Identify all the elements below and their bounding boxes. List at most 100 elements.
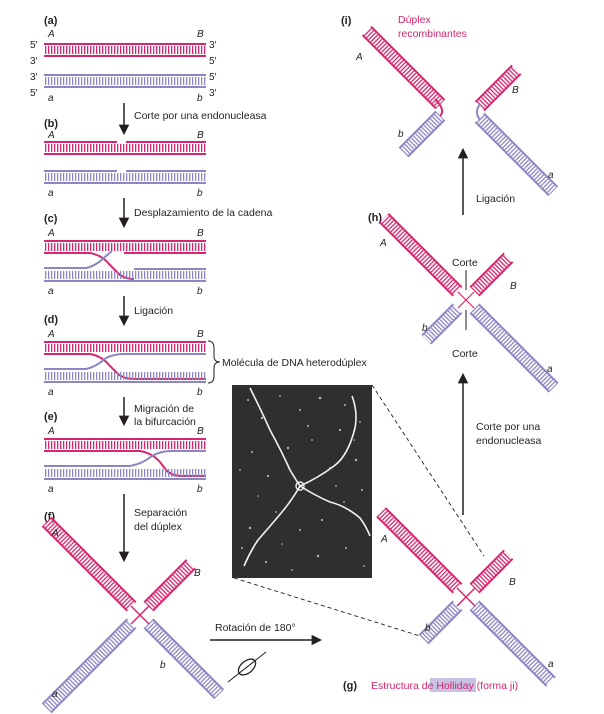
end-label-A: A bbox=[47, 426, 55, 437]
strand-magenta-top-left bbox=[44, 141, 117, 143]
panel-c: (c) A B a b bbox=[44, 213, 206, 297]
end-label-A: A bbox=[47, 130, 55, 141]
crossed-strand-lavender bbox=[44, 353, 206, 370]
invading-strand-lavender bbox=[44, 250, 113, 269]
strand-lavender-bottom bbox=[44, 478, 206, 480]
panel-g: A B b a (g) Estructura de Holliday (form… bbox=[343, 507, 556, 692]
end-label-B: B bbox=[197, 130, 204, 141]
end-label-A: A bbox=[47, 329, 55, 340]
three-prime-label: 3′ bbox=[30, 72, 38, 83]
end-label-b: b bbox=[197, 286, 203, 297]
zoom-line-top bbox=[371, 384, 485, 557]
step-label-ligation-right: Ligación bbox=[476, 193, 515, 205]
end-label-b: b bbox=[422, 323, 428, 334]
recombinant-arm-b bbox=[398, 110, 446, 158]
ligated-corner bbox=[476, 103, 481, 121]
strand-magenta-bottom bbox=[44, 55, 206, 57]
base-pairs-magenta bbox=[44, 144, 206, 152]
end-label-B: B bbox=[197, 228, 204, 239]
panel-h-label: (h) bbox=[368, 212, 382, 224]
strand-lavender-bottom bbox=[44, 86, 206, 88]
panel-g-label: (g) bbox=[343, 680, 357, 692]
strand-lavender-top bbox=[44, 74, 206, 76]
strand-lavender-top-right bbox=[134, 268, 206, 270]
recombinant-title-1: Dúplex bbox=[398, 14, 431, 26]
end-label-b: b bbox=[197, 93, 203, 104]
end-label-a: a bbox=[548, 659, 554, 670]
base-pairs-lavender bbox=[44, 271, 206, 279]
holliday-highlight bbox=[430, 678, 476, 692]
end-label-b: b bbox=[197, 387, 203, 398]
three-prime-label: 3′ bbox=[209, 88, 217, 99]
zoom-line-bottom bbox=[233, 577, 421, 637]
end-label-b: b bbox=[398, 129, 404, 140]
crossover-junction bbox=[130, 605, 150, 625]
rotation-label: Rotación de 180° bbox=[215, 622, 296, 634]
base-pairs-lavender bbox=[44, 77, 206, 85]
panel-f-label: (f) bbox=[44, 511, 55, 523]
cut-label-bottom: Corte bbox=[452, 348, 478, 360]
end-label-A: A bbox=[47, 228, 55, 239]
three-prime-label: 3′ bbox=[209, 40, 217, 51]
step-label-ligation: Ligación bbox=[134, 305, 173, 317]
step-label-separation-1: Separación bbox=[134, 507, 187, 519]
panel-a-label: (a) bbox=[44, 15, 58, 27]
end-label-a: a bbox=[52, 689, 58, 700]
strand-lavender-bottom bbox=[44, 381, 206, 383]
duplex-arm-A-to-a bbox=[376, 507, 556, 687]
strand-magenta-top-right bbox=[126, 141, 206, 143]
base-pairs-magenta bbox=[44, 344, 206, 352]
panel-h: (h) Corte Corte A B b a bbox=[368, 212, 559, 393]
panel-e-label: (e) bbox=[44, 411, 58, 423]
end-label-a: a bbox=[48, 387, 54, 398]
strand-magenta-top bbox=[44, 240, 206, 242]
recombinant-arm-a bbox=[474, 112, 559, 197]
five-prime-label: 5′ bbox=[209, 56, 217, 67]
cut-label-top: Corte bbox=[452, 257, 478, 269]
micrograph-dna-strand bbox=[243, 485, 301, 567]
strand-magenta-bottom bbox=[44, 153, 206, 155]
micrograph-dna-strand bbox=[299, 485, 371, 537]
end-label-a: a bbox=[48, 93, 54, 104]
micrograph-speckles bbox=[239, 395, 365, 571]
end-label-a: a bbox=[547, 364, 553, 375]
three-prime-label: 3′ bbox=[30, 56, 38, 67]
micrograph-dna-strand bbox=[299, 395, 357, 487]
end-label-B: B bbox=[197, 329, 204, 340]
base-pairs-lavender bbox=[44, 469, 206, 477]
panel-i: (i) Dúplex recombinantes A B b a bbox=[341, 14, 559, 197]
base-pairs-magenta bbox=[44, 243, 206, 251]
end-label-B: B bbox=[510, 281, 517, 292]
end-label-A: A bbox=[379, 238, 387, 249]
ligated-corner bbox=[434, 98, 444, 117]
duplex-arm-A-to-b bbox=[41, 516, 225, 700]
strand-magenta-top bbox=[44, 43, 206, 45]
end-label-B: B bbox=[512, 85, 519, 96]
panel-i-label: (i) bbox=[341, 15, 352, 27]
duplex-arm-a-to-B bbox=[41, 559, 196, 714]
end-label-A: A bbox=[47, 29, 55, 40]
panel-d: (d) A B a b Molécula de DNA heterodúplex bbox=[44, 314, 368, 398]
end-label-A: A bbox=[355, 52, 363, 63]
strand-lavender-bottom bbox=[44, 182, 206, 184]
micrograph-dna-strand bbox=[249, 387, 301, 487]
electron-micrograph bbox=[232, 385, 372, 578]
end-label-a: a bbox=[48, 484, 54, 495]
end-label-B: B bbox=[197, 29, 204, 40]
heteroduplex-bracket bbox=[207, 340, 221, 384]
step-label-migration-1: Migración de bbox=[134, 403, 194, 415]
panel-d-label: (d) bbox=[44, 314, 58, 326]
crossover-junction bbox=[456, 587, 476, 607]
strand-lavender-top-left bbox=[44, 170, 117, 172]
end-label-a: a bbox=[48, 286, 54, 297]
step-label-displace: Desplazamiento de la cadena bbox=[134, 207, 273, 219]
end-label-a: a bbox=[48, 188, 54, 199]
rotation-axis-icon bbox=[227, 651, 267, 683]
panel-b-label: (b) bbox=[44, 118, 58, 130]
step-label-separation-2: del dúplex bbox=[134, 521, 183, 533]
heteroduplex-label: Molécula de DNA heterodúplex bbox=[222, 357, 368, 369]
strand-lavender-bottom bbox=[44, 280, 206, 282]
panel-b: (b) A B a b bbox=[44, 118, 206, 199]
recombinant-title-2: recombinantes bbox=[398, 28, 467, 40]
